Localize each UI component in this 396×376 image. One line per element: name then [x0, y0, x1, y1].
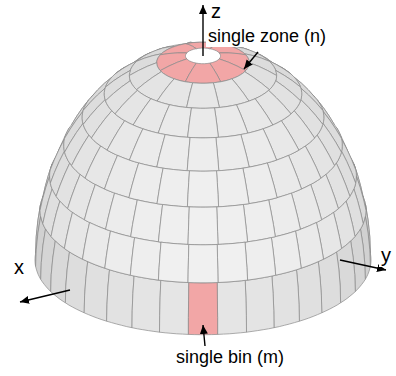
x-axis — [20, 290, 70, 302]
mesh-cell — [188, 108, 219, 138]
axis-label: z — [209, 0, 223, 23]
mesh-cell — [158, 205, 189, 245]
mesh-cell — [157, 168, 190, 207]
callout-label: single zone (n) — [206, 26, 328, 47]
mesh-cell — [187, 83, 220, 109]
mesh-cell — [243, 200, 275, 242]
mesh-cell — [215, 105, 248, 138]
mesh-cell — [217, 205, 248, 245]
mesh-cell — [217, 168, 250, 207]
mesh-cell — [272, 270, 300, 328]
highlighted-cell — [185, 63, 220, 83]
mesh-cell — [158, 242, 188, 282]
mesh-cell — [245, 238, 276, 281]
mesh-cell — [271, 231, 301, 275]
mesh-cell — [160, 280, 189, 334]
axis-label: y — [379, 244, 393, 267]
mesh-cell — [131, 200, 163, 242]
mesh-cell — [188, 245, 218, 283]
callout-label: single bin (m) — [174, 347, 286, 368]
mesh-cell — [157, 135, 190, 171]
zone-leader — [244, 52, 258, 69]
mesh-cell — [187, 171, 218, 207]
axis-label: x — [12, 256, 26, 279]
mesh-cell — [245, 276, 274, 332]
mesh-cell — [187, 138, 219, 172]
z-axis — [202, 5, 203, 56]
mesh-cell — [107, 270, 135, 328]
mesh-cell — [130, 238, 161, 281]
mesh-cell — [217, 280, 246, 334]
mesh-cell — [84, 262, 109, 322]
hemisphere-mesh — [35, 42, 371, 335]
mesh-cell — [158, 105, 191, 138]
mesh-cell — [105, 231, 135, 275]
mesh-cell — [132, 276, 161, 332]
mesh-cell — [297, 262, 322, 322]
mesh-cell — [188, 207, 218, 245]
mesh-cell — [216, 135, 249, 171]
bin-leader — [203, 325, 205, 346]
mesh-cell — [217, 242, 247, 282]
